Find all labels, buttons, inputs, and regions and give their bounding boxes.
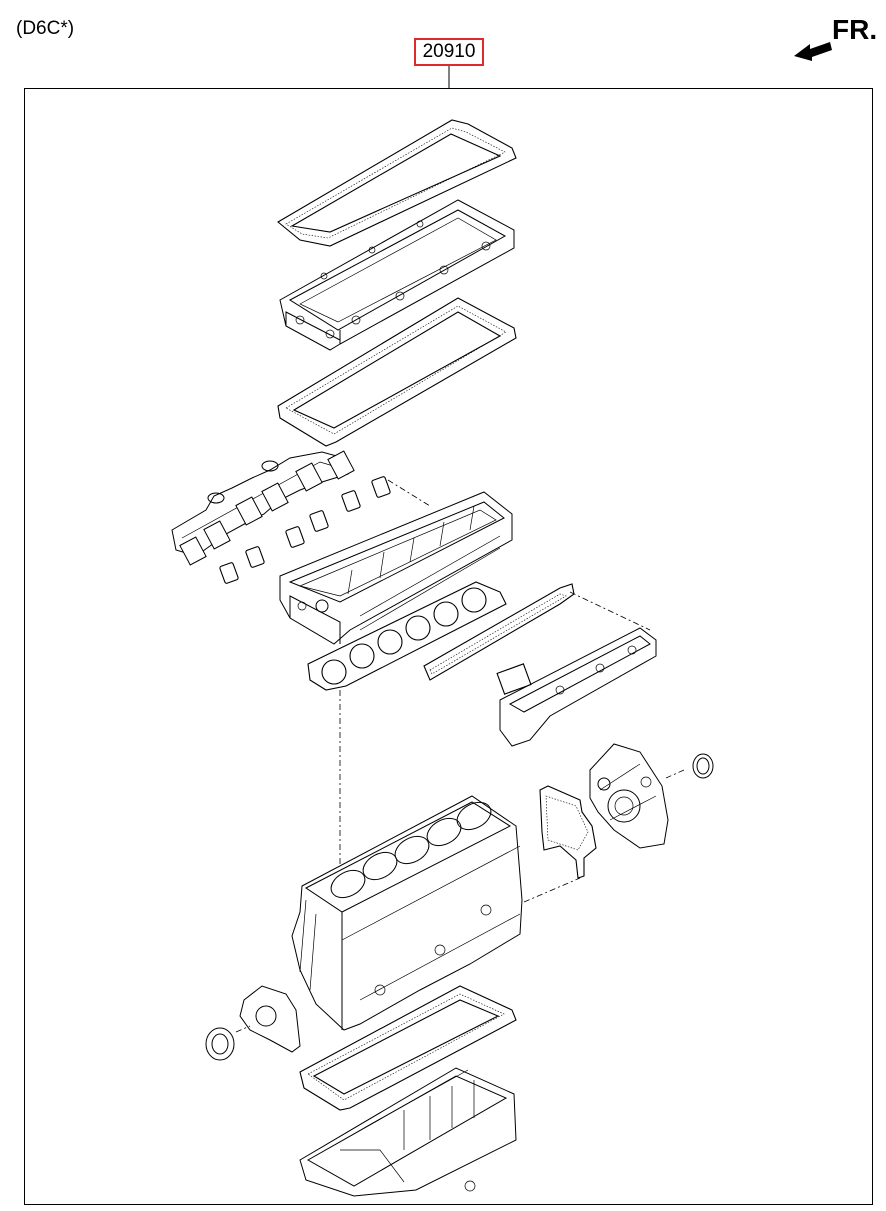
engine-model-code: (D6C*) bbox=[16, 18, 75, 39]
exploded-view-frame bbox=[24, 88, 873, 1205]
rear-crankshaft-oil-seal[interactable] bbox=[205, 1027, 235, 1061]
rocker-cover[interactable] bbox=[279, 199, 515, 351]
rocker-cover-lower-gasket[interactable] bbox=[277, 297, 517, 447]
front-direction-arrow-icon bbox=[794, 42, 832, 61]
cylinder-head[interactable] bbox=[279, 491, 513, 645]
front-direction-label: FR. bbox=[832, 14, 878, 45]
timing-cover-gasket[interactable] bbox=[539, 785, 597, 879]
front-direction-indicator: FR. bbox=[794, 14, 882, 66]
rear-oil-seal-housing[interactable] bbox=[239, 985, 301, 1053]
exhaust-manifold[interactable] bbox=[171, 450, 355, 566]
rocker-cover-gasket[interactable] bbox=[277, 119, 517, 247]
timing-gear-cover[interactable] bbox=[589, 743, 669, 849]
intake-manifold-gasket[interactable] bbox=[423, 583, 575, 681]
exhaust-manifold-gaskets[interactable] bbox=[219, 476, 391, 584]
oil-pan[interactable] bbox=[299, 1067, 517, 1197]
cylinder-head-gasket[interactable] bbox=[307, 581, 507, 691]
oil-pan-gasket[interactable] bbox=[299, 985, 517, 1111]
front-crankshaft-oil-seal[interactable] bbox=[692, 753, 714, 779]
intake-manifold[interactable] bbox=[496, 627, 657, 747]
part-number-label[interactable]: 20910 bbox=[414, 38, 484, 66]
cylinder-block[interactable] bbox=[291, 795, 523, 1031]
